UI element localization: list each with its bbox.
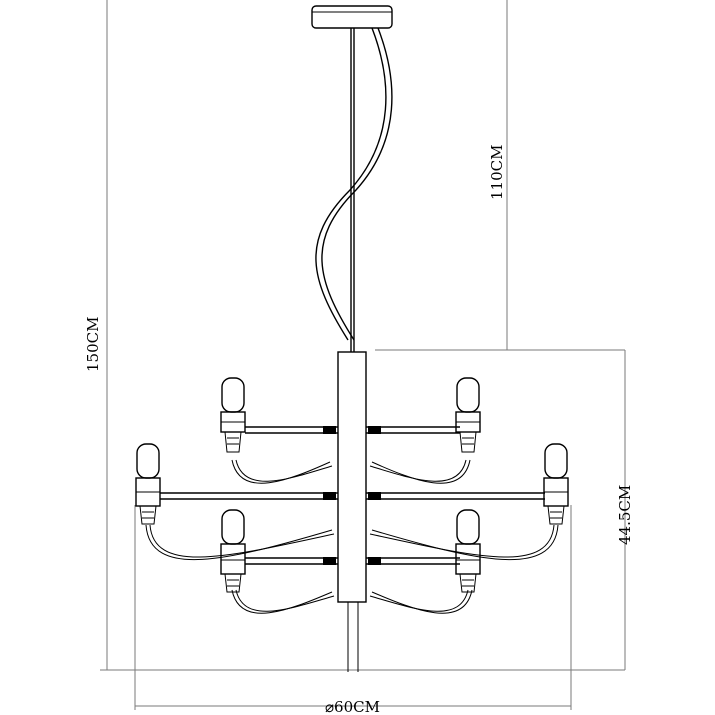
- arms: [160, 426, 545, 565]
- body-height-label: 44.5CM: [616, 485, 634, 545]
- central-stem: [337, 351, 367, 672]
- total-height-label: 150CM: [84, 317, 102, 372]
- suspension-rod: [350, 28, 355, 352]
- bulb-upper-right: [455, 377, 481, 453]
- diameter-label: ⌀60CM: [325, 698, 380, 715]
- power-cord: [315, 27, 393, 341]
- bulb-middle-right: [543, 443, 569, 525]
- bulb-lower-right: [455, 509, 481, 593]
- cable-length-label: 110CM: [488, 145, 506, 200]
- ceiling-canopy: [311, 5, 393, 29]
- bulb-upper-left: [220, 377, 246, 453]
- bulb-lower-left: [220, 509, 246, 593]
- dimension-lines: [100, 0, 626, 710]
- loop-cords: [145, 459, 559, 614]
- bulb-middle-left: [135, 443, 161, 525]
